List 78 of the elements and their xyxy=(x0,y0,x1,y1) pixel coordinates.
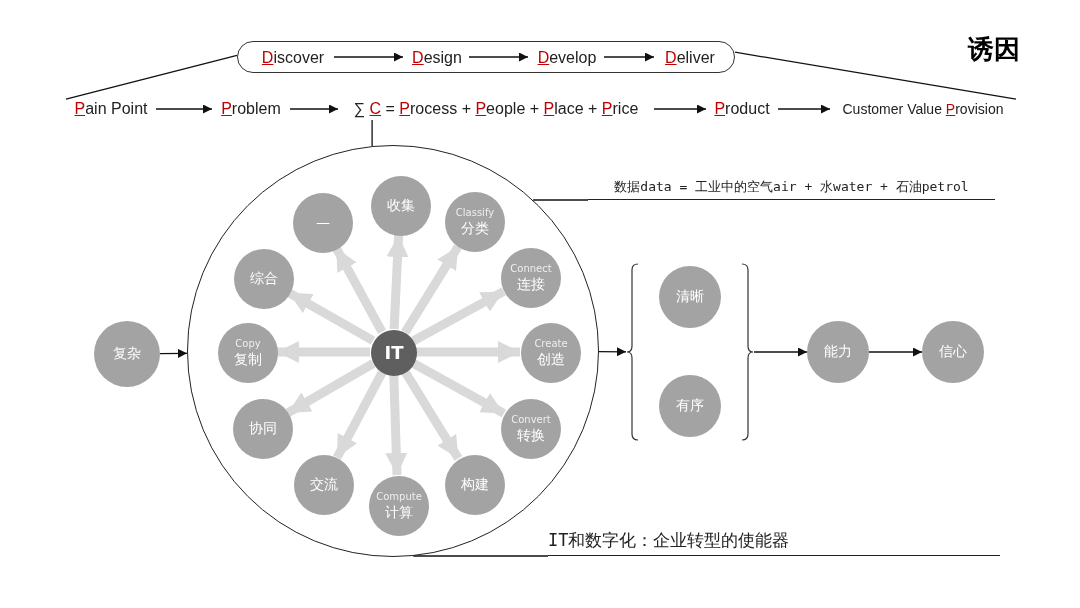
leader-line xyxy=(412,555,549,557)
arrow xyxy=(386,234,409,330)
arrow xyxy=(277,341,370,363)
process-circle xyxy=(234,249,294,309)
process-circle xyxy=(218,323,278,383)
arrow xyxy=(333,52,404,62)
connector-line xyxy=(65,54,238,100)
arrow xyxy=(868,347,923,357)
circle-label: 构建 xyxy=(461,476,489,494)
circle-label: 连接 xyxy=(517,275,545,293)
circle-label: 收集 xyxy=(387,197,415,215)
arrow xyxy=(401,369,463,461)
step-label: Deliver xyxy=(655,47,725,69)
process-circle xyxy=(294,455,354,515)
annotation-text: IT和数字化：企业转型的使能器 xyxy=(548,528,1000,556)
circle-label: Classify xyxy=(455,207,495,220)
process-circle xyxy=(233,399,293,459)
step-label: Discover xyxy=(251,47,335,69)
circle-label: 清晰 xyxy=(676,288,704,306)
circle-label: — xyxy=(316,214,330,232)
arrow xyxy=(598,347,627,357)
leader-line xyxy=(532,199,589,201)
process-circle xyxy=(501,248,561,308)
circle-label: 交流 xyxy=(310,476,338,494)
circle-label: 分类 xyxy=(461,219,489,237)
step-label: Product xyxy=(706,98,778,120)
arrow xyxy=(468,52,529,62)
process-circle xyxy=(445,455,505,515)
arrow xyxy=(410,359,506,418)
arrow xyxy=(653,104,707,114)
circle-label: 创造 xyxy=(537,350,565,368)
connector-line xyxy=(734,51,1017,100)
step-label: Problem xyxy=(212,98,290,120)
arrow xyxy=(777,104,831,114)
arrow xyxy=(289,104,339,114)
arrow xyxy=(332,246,386,334)
title: 诱因 xyxy=(968,33,1020,66)
circle-label: 有序 xyxy=(676,397,704,415)
arrow xyxy=(159,348,188,358)
arrow xyxy=(603,52,655,62)
step-label: Pain Point xyxy=(66,98,156,120)
circle-label: 能力 xyxy=(824,343,852,361)
process-circle xyxy=(371,176,431,236)
step-label: Design xyxy=(404,47,470,69)
process-circle xyxy=(293,193,353,253)
arrow xyxy=(286,288,376,345)
arrow xyxy=(385,374,408,476)
annotation-text: 数据data = 工业中的空气air + 水water + 石油petrol xyxy=(588,176,995,200)
process-circle xyxy=(521,323,581,383)
step-label: Develop xyxy=(529,47,605,69)
circle-label: Connect xyxy=(510,263,552,276)
circle-label: 计算 xyxy=(385,503,413,521)
circle-label: Copy xyxy=(235,338,261,351)
connector-line xyxy=(371,119,373,147)
circle-label: 信心 xyxy=(939,343,967,361)
process-circle xyxy=(371,330,417,376)
circle-label: 协同 xyxy=(249,420,277,438)
arrow xyxy=(155,104,213,114)
circle-label: 转换 xyxy=(517,426,545,444)
circle-label: IT xyxy=(384,341,404,365)
step-label: ∑ C = Process + People + Place + Price xyxy=(338,98,654,120)
process-circle xyxy=(369,476,429,536)
circle-label: 复制 xyxy=(234,350,262,368)
process-circle xyxy=(445,192,505,252)
circle-label: 复杂 xyxy=(113,345,141,363)
arrow xyxy=(285,359,376,417)
curly-braces xyxy=(626,262,754,442)
circle-label: Compute xyxy=(376,491,422,504)
process-circle xyxy=(501,399,561,459)
arrow xyxy=(416,341,520,363)
arrow xyxy=(411,287,506,345)
arrow xyxy=(333,370,387,460)
circle-label: Convert xyxy=(511,414,551,427)
arrow xyxy=(401,244,463,335)
circle-label: Create xyxy=(534,338,568,351)
arrow xyxy=(753,347,808,357)
step-label: Customer Value Provision xyxy=(830,98,1016,120)
circle-label: 综合 xyxy=(250,270,278,288)
